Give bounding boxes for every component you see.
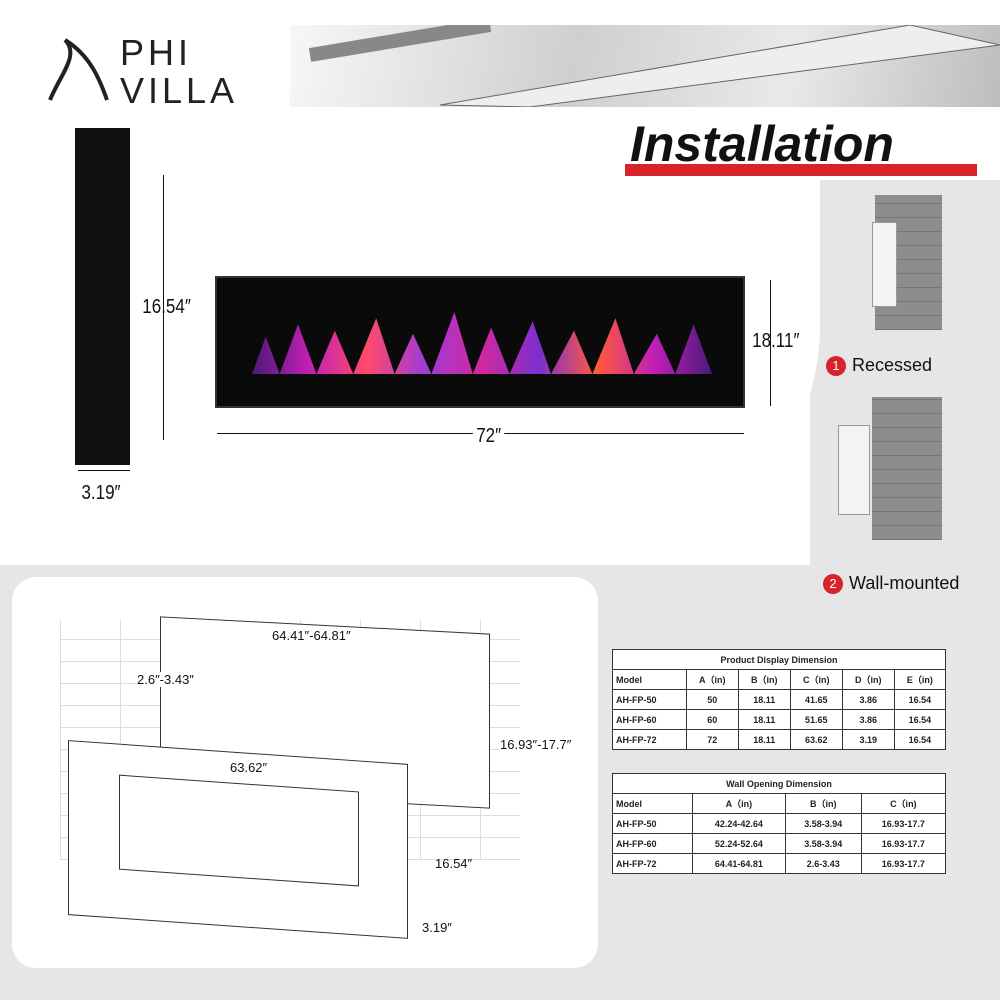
blueprint-banner xyxy=(290,25,1000,107)
header-cell: C（in) xyxy=(860,793,947,814)
wall-mounted-unit xyxy=(838,425,870,515)
cell: AH-FP-72 xyxy=(612,729,687,750)
cell: 2.6-3.43 xyxy=(784,853,862,874)
header-cell: A（in) xyxy=(692,793,786,814)
cell: 64.41-64.81 xyxy=(692,853,786,874)
opening-height-label: 16.93″-17.7″ xyxy=(500,737,572,752)
cell: 42.24-42.64 xyxy=(692,813,786,834)
install-label: Recessed xyxy=(852,355,933,375)
cell: AH-FP-60 xyxy=(612,709,687,730)
cell: 63.62 xyxy=(789,729,843,750)
cell: 3.86 xyxy=(841,709,895,730)
cell: 52.24-52.64 xyxy=(692,833,786,854)
unit-depth-label: 3.19″ xyxy=(422,920,452,935)
cell: 16.54 xyxy=(893,689,947,710)
cell: AH-FP-72 xyxy=(611,853,694,874)
dimension-line xyxy=(78,470,130,471)
table-title: Product Display Dimension xyxy=(612,649,946,670)
cell: 51.65 xyxy=(789,709,843,730)
table-title: Wall Opening Dimension xyxy=(612,773,946,794)
header-cell: B（in) xyxy=(784,793,862,814)
recessed-unit xyxy=(872,222,897,307)
logo-mark-icon xyxy=(48,38,109,101)
cell: AH-FP-60 xyxy=(611,833,694,854)
front-width-label: 72″ xyxy=(472,425,505,448)
cell: AH-FP-50 xyxy=(612,689,687,710)
opening-width-label: 64.41″-64.81″ xyxy=(272,628,351,643)
header-cell: D（in) xyxy=(841,669,895,690)
cell: 60 xyxy=(685,709,739,730)
header-cell: Model xyxy=(612,669,687,690)
cell: 50 xyxy=(685,689,739,710)
cell: AH-FP-50 xyxy=(611,813,694,834)
install-label: Wall-mounted xyxy=(849,573,960,593)
cell: 72 xyxy=(685,729,739,750)
brand-line1: PHI xyxy=(120,32,193,73)
wall-mounted-illustration xyxy=(872,397,942,540)
page-title: Installation xyxy=(630,116,894,172)
cell: 18.11 xyxy=(737,689,791,710)
cell: 3.19 xyxy=(841,729,895,750)
opening-depth-label: 2.6″-3.43″ xyxy=(137,672,194,687)
cell: 18.11 xyxy=(737,709,791,730)
cell: 18.11 xyxy=(737,729,791,750)
side-depth-label: 3.19″ xyxy=(81,482,121,504)
cell: 16.93-17.7 xyxy=(860,853,947,874)
cell: 16.54 xyxy=(893,709,947,730)
cell: 16.93-17.7 xyxy=(860,833,947,854)
side-height-label: 16.54″ xyxy=(142,296,191,318)
cell: 16.54 xyxy=(893,729,947,750)
brand-line2: VILLA xyxy=(120,70,239,111)
cell: 41.65 xyxy=(789,689,843,710)
brand-logo: PHI VILLA xyxy=(45,35,265,110)
dimension-line xyxy=(770,280,771,406)
header-cell: E（in) xyxy=(893,669,947,690)
install-recessed: 1 Recessed xyxy=(826,355,932,376)
fireplace-side-view xyxy=(75,128,130,465)
cell: 16.93-17.7 xyxy=(860,813,947,834)
number-badge: 1 xyxy=(826,355,846,376)
unit-height-label: 16.54″ xyxy=(435,856,473,871)
cell: 3.58-3.94 xyxy=(784,813,862,834)
header-cell: C（in) xyxy=(789,669,843,690)
dimension-line xyxy=(163,175,164,440)
header-cell: A（in) xyxy=(685,669,739,690)
cell: 3.58-3.94 xyxy=(784,833,862,854)
header-cell: B（in) xyxy=(737,669,791,690)
cell: 3.86 xyxy=(841,689,895,710)
front-height-label: 18.11″ xyxy=(752,330,800,352)
install-wall-mounted: 2 Wall-mounted xyxy=(823,573,959,594)
unit-screen xyxy=(119,774,359,887)
header-cell: Model xyxy=(611,793,694,814)
tape-measure-icon xyxy=(308,25,1000,107)
title-underline xyxy=(625,164,977,176)
unit-width-label: 63.62″ xyxy=(230,760,268,775)
number-badge: 2 xyxy=(823,573,843,594)
